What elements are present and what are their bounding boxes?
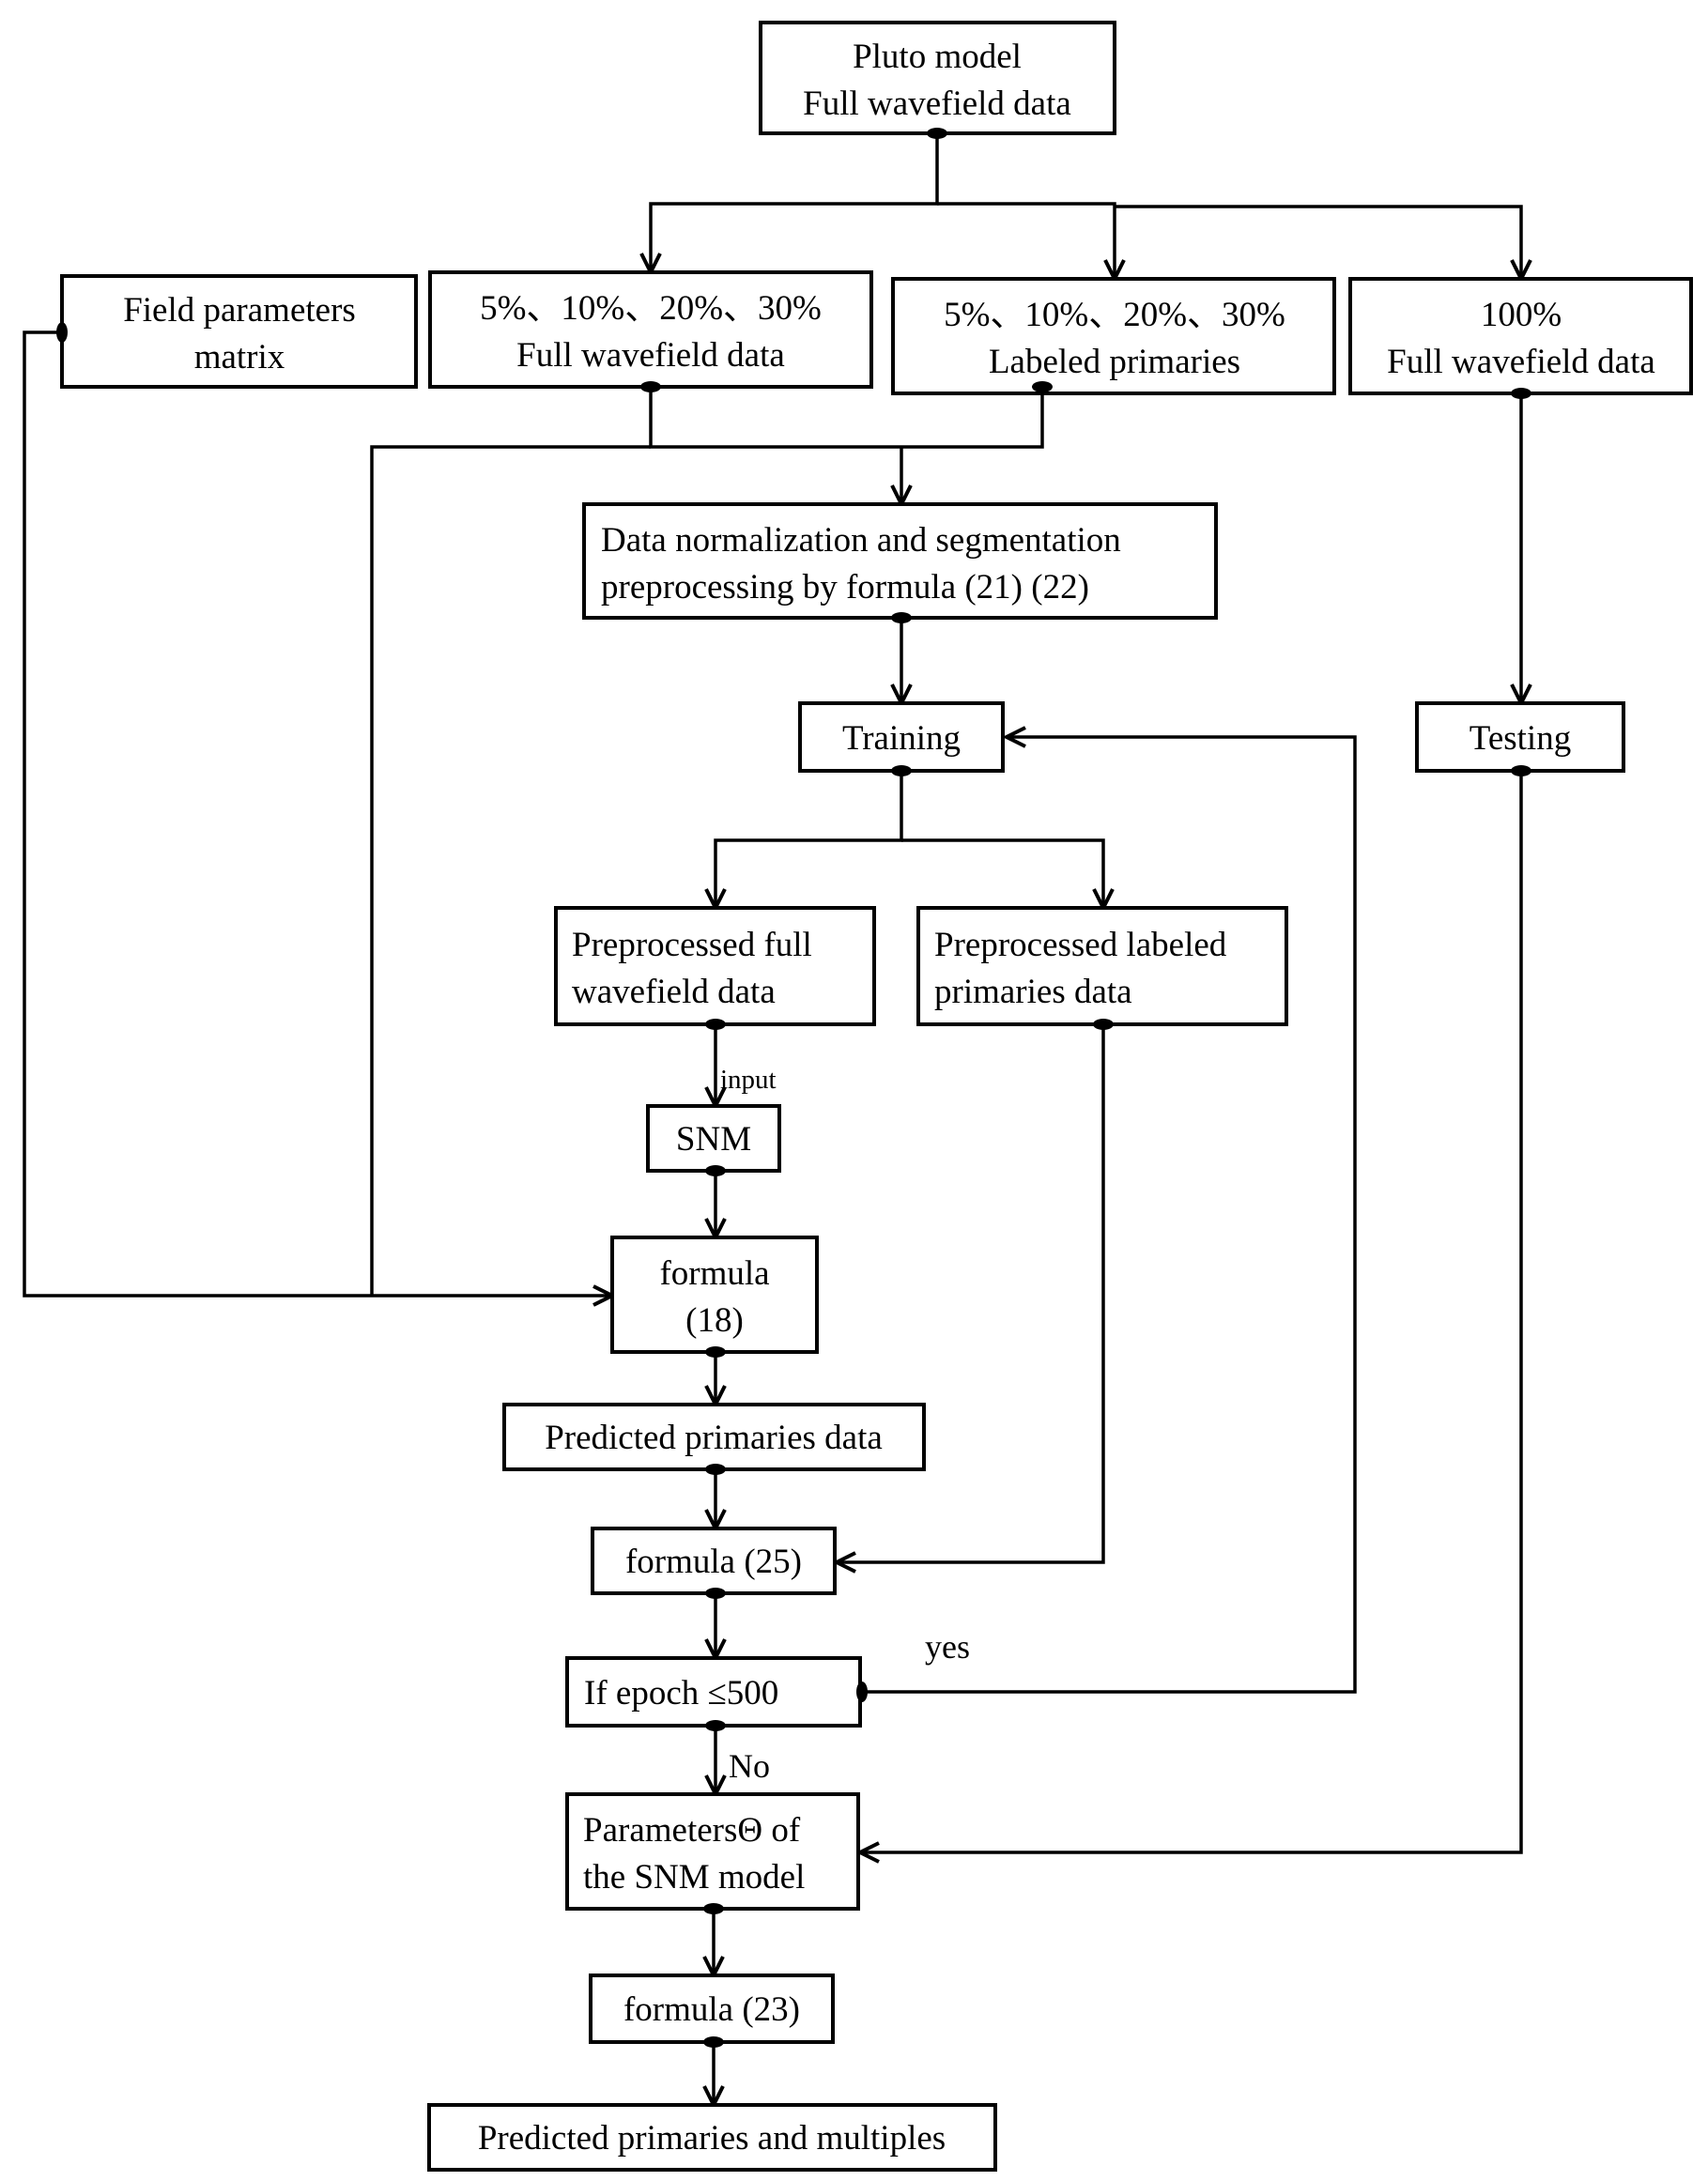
node-text: Preprocessed labeled — [934, 926, 1227, 964]
node-partial-full-wavefield: 5%、10%、20%、30% Full wavefield data — [428, 270, 873, 389]
node-text: Full wavefield data — [803, 84, 1071, 123]
junction-dot — [705, 1720, 726, 1731]
node-text: 5%、10%、20%、30% — [480, 289, 822, 328]
node-final-output: Predicted primaries and multiples — [427, 2103, 997, 2172]
node-text: (18) — [685, 1301, 744, 1340]
junction-dot — [1511, 765, 1531, 776]
node-normalization: Data normalization and segmentation prep… — [582, 502, 1218, 620]
node-text: formula — [659, 1254, 769, 1293]
junction-dot — [705, 1019, 726, 1030]
node-predicted-primaries-data: Predicted primaries data — [502, 1403, 926, 1471]
node-formula-23: formula (23) — [589, 1974, 835, 2044]
node-preprocessed-labeled: Preprocessed labeled primaries data — [916, 906, 1288, 1026]
edge-pluto-to-partial-full — [651, 133, 939, 272]
edge-training-to-pre-full — [716, 771, 903, 908]
junction-dot — [705, 1165, 726, 1176]
node-text: the SNM model — [583, 1858, 805, 1897]
edge-field-params-to-formula18 — [23, 330, 612, 1296]
node-text: Testing — [1469, 719, 1571, 758]
node-text: Predicted primaries data — [545, 1419, 883, 1457]
node-formula-25: formula (25) — [591, 1527, 837, 1595]
junction-dot — [703, 2036, 724, 2048]
edge-pluto-to-partial-labeled — [937, 202, 1115, 279]
junction-dot — [856, 1682, 868, 1702]
node-text: matrix — [194, 338, 285, 376]
junction-dot — [927, 128, 947, 139]
edge-pluto-to-full-100 — [1115, 205, 1521, 279]
node-text: ParametersΘ of — [583, 1811, 801, 1850]
node-preprocessed-full: Preprocessed full wavefield data — [554, 906, 876, 1026]
yes-label: yes — [925, 1628, 970, 1666]
node-parameters-snm-model: ParametersΘ of the SNM model — [565, 1792, 860, 1911]
node-text: formula (23) — [623, 1990, 800, 2029]
junction-dot — [891, 765, 912, 776]
junction-dot — [1511, 388, 1531, 399]
junction-dot — [891, 612, 912, 623]
node-snm: SNM — [646, 1104, 781, 1173]
node-text: 100% — [1481, 296, 1562, 334]
node-epoch-check: If epoch ≤500 — [565, 1656, 862, 1728]
edge-training-to-pre-labeled — [901, 838, 1103, 908]
node-text: 5%、10%、20%、30% — [944, 296, 1285, 334]
node-field-parameters-matrix: Field parameters matrix — [60, 274, 418, 389]
node-testing: Testing — [1415, 701, 1625, 773]
junction-dot — [705, 1464, 726, 1475]
junction-dot — [705, 1588, 726, 1599]
no-label: No — [729, 1747, 770, 1785]
edge-pre-labeled-to-formula25 — [837, 1024, 1105, 1562]
node-text: Predicted primaries and multiples — [478, 2119, 946, 2158]
node-full-100-wavefield: 100% Full wavefield data — [1348, 277, 1693, 395]
node-text: Field parameters — [123, 291, 356, 330]
node-formula-18: formula (18) — [610, 1236, 819, 1354]
node-text: formula (25) — [625, 1543, 802, 1581]
edge-epoch-yes-to-training — [862, 737, 1357, 1694]
junction-dot — [703, 1903, 724, 1914]
node-text: If epoch ≤500 — [584, 1674, 778, 1713]
node-text: Preprocessed full — [572, 926, 812, 964]
node-text: preprocessing by formula (21) (22) — [601, 568, 1089, 607]
connectors — [23, 133, 1523, 2105]
node-partial-labeled-primaries: 5%、10%、20%、30% Labeled primaries — [891, 277, 1336, 395]
node-text: wavefield data — [572, 973, 776, 1011]
edge-partial-full-to-formula18 — [370, 445, 651, 1296]
node-text: Full wavefield data — [1387, 343, 1655, 381]
edge-partial-full-to-normalization — [649, 387, 1044, 449]
junction-dot — [640, 381, 661, 392]
junction-dot — [1093, 1019, 1114, 1030]
node-text: Training — [842, 719, 961, 758]
node-text: primaries data — [934, 973, 1132, 1011]
node-text: Labeled primaries — [989, 343, 1240, 381]
input-label: input — [720, 1065, 777, 1095]
node-text: Pluto model — [853, 38, 1022, 76]
junction-dot — [56, 322, 68, 343]
junction-dot — [1032, 381, 1053, 392]
edge-testing-to-parameters — [860, 771, 1523, 1852]
node-text: Data normalization and segmentation — [601, 521, 1121, 560]
node-text: Full wavefield data — [516, 336, 785, 375]
node-training: Training — [798, 701, 1005, 773]
junction-dot — [705, 1346, 726, 1358]
connection-dots — [56, 128, 1531, 2048]
node-pluto-model: Pluto model Full wavefield data — [759, 21, 1116, 135]
node-text: SNM — [676, 1120, 751, 1159]
